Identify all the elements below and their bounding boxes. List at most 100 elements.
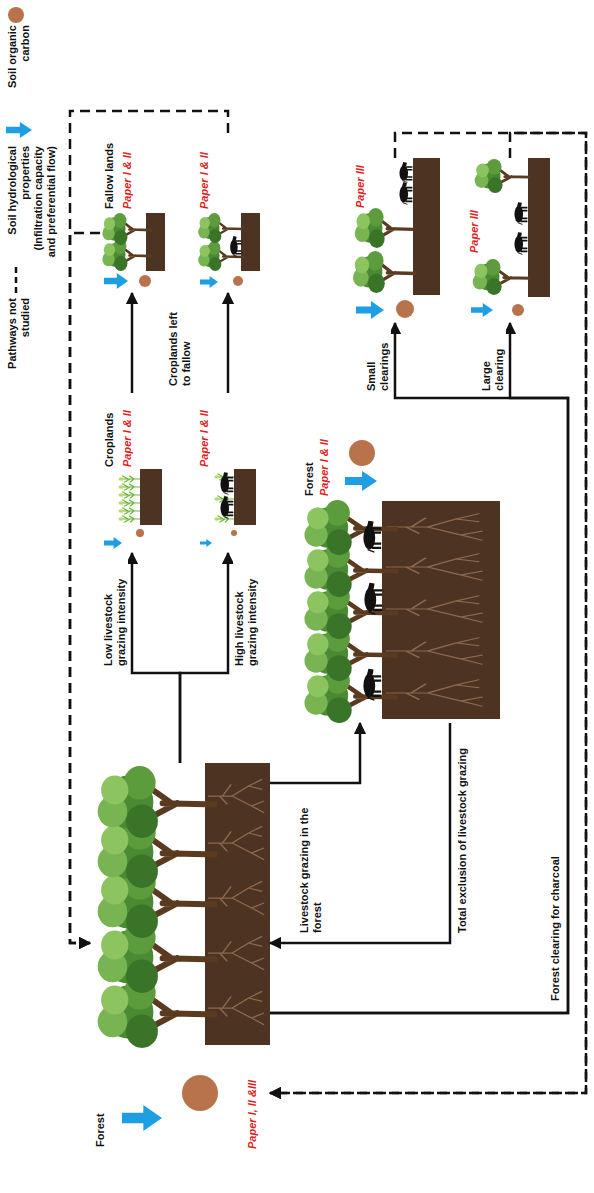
crop xyxy=(119,492,141,499)
scene-panel: Paper III xyxy=(350,158,440,323)
soil-block xyxy=(382,501,500,719)
soil-block xyxy=(241,213,260,271)
paper-reference: Paper I & II xyxy=(121,152,134,209)
roots xyxy=(208,881,264,914)
tree xyxy=(304,542,398,597)
tree xyxy=(355,208,414,248)
tree xyxy=(353,251,416,293)
pathway-arrow xyxy=(270,723,360,783)
soil-block xyxy=(146,213,165,271)
tree xyxy=(304,626,398,681)
crop xyxy=(119,500,141,507)
scene-panel: Croplands Paper I & II xyxy=(100,393,165,553)
tree xyxy=(98,921,217,993)
roots xyxy=(208,991,264,1024)
cow xyxy=(399,182,412,204)
dashed-pathway xyxy=(70,233,100,943)
tree xyxy=(198,213,244,243)
tree xyxy=(102,239,152,271)
paper-reference: Paper III xyxy=(354,165,367,208)
pathway-arrow xyxy=(270,323,568,1013)
soil-carbon-circle xyxy=(233,276,243,286)
scene-panel: Paper I & II xyxy=(195,133,260,293)
hydrology-arrow xyxy=(122,1105,162,1131)
tree xyxy=(98,766,217,838)
tree xyxy=(102,213,152,245)
soil-carbon-circle xyxy=(136,529,144,537)
soil-block xyxy=(140,469,162,525)
tree xyxy=(473,259,530,295)
hydrology-arrow-symbol xyxy=(6,122,32,138)
dashed-pathway xyxy=(270,133,586,1093)
paper-reference: Paper III xyxy=(468,210,481,253)
legend-entry: Pathways not studied xyxy=(6,298,32,378)
cow xyxy=(230,236,241,256)
pathway-label: Small clearings xyxy=(365,327,391,393)
soil-carbon-circle xyxy=(512,304,524,316)
panel-title: Croplands xyxy=(103,413,116,467)
cow xyxy=(399,162,412,182)
dashed-pathway xyxy=(70,111,228,943)
cow xyxy=(363,521,381,552)
tree xyxy=(304,584,398,639)
soil-carbon-circle xyxy=(139,275,151,287)
pathway-label: Croplands left to fallow xyxy=(167,298,193,388)
paper-reference: Paper I, II &III xyxy=(246,1080,259,1149)
roots xyxy=(386,680,483,707)
scene-panel: Paper III xyxy=(465,158,550,323)
paper-reference: Paper I & II xyxy=(318,439,331,496)
crop xyxy=(119,508,141,515)
legend-entry: Soil hydrological properties (Infiltrati… xyxy=(6,146,58,258)
panel-title: Forest xyxy=(94,1113,107,1147)
legend-entry: Soil organic carbon xyxy=(6,25,32,123)
crop xyxy=(119,516,141,523)
hydrology-arrow xyxy=(200,539,212,547)
pathway-label: Large clearing xyxy=(480,327,506,393)
scene-panel: Fallow lands Paper I & II xyxy=(100,133,165,293)
pathway-label: Forest clearing for charcoal xyxy=(549,783,562,1003)
hydrology-arrow xyxy=(356,301,384,319)
pathway-label: High livestock grazing intensity xyxy=(233,556,259,668)
cow xyxy=(364,583,382,614)
soil-carbon-circle xyxy=(349,440,375,466)
hydrology-arrow xyxy=(104,273,128,289)
hydrology-arrow xyxy=(200,276,218,288)
roots xyxy=(386,596,483,623)
soil-carbon-circle xyxy=(182,1075,218,1111)
soil-carbon-symbol xyxy=(8,7,24,23)
pathway-arrow xyxy=(180,553,228,763)
pathway-arrow xyxy=(132,553,180,763)
tree xyxy=(475,159,530,193)
pathway-arrow xyxy=(270,323,568,1013)
tree xyxy=(304,500,398,555)
paper-reference: Paper I & II xyxy=(198,410,211,467)
panel-title: Fallow lands xyxy=(103,143,116,209)
soil-block xyxy=(528,158,550,297)
scene-panel: Forest Paper I, II &III xyxy=(90,763,270,1153)
roots xyxy=(208,779,264,812)
soil-carbon-circle xyxy=(396,300,414,318)
hydrology-arrow xyxy=(104,537,122,549)
crop xyxy=(119,476,141,483)
pathway-label: Livestock grazing in the forest xyxy=(298,789,324,935)
pathway-arrow xyxy=(131,293,134,393)
cow xyxy=(220,472,233,494)
pathway-label: Low livestock grazing intensity xyxy=(102,556,128,668)
soil-carbon-circle xyxy=(231,530,237,536)
roots xyxy=(386,514,483,541)
roots xyxy=(386,638,483,665)
paper-reference: Paper I & II xyxy=(121,410,134,467)
roots xyxy=(386,554,483,581)
cow xyxy=(220,496,233,518)
pathway-arrow xyxy=(227,293,230,393)
soil-block xyxy=(234,469,256,525)
crop xyxy=(119,484,141,491)
tree xyxy=(304,668,398,723)
cow xyxy=(514,202,527,224)
hydrology-arrow xyxy=(471,303,493,317)
hydrology-arrow xyxy=(345,471,377,491)
cow xyxy=(514,232,527,254)
paper-reference: Paper I & II xyxy=(198,152,211,209)
